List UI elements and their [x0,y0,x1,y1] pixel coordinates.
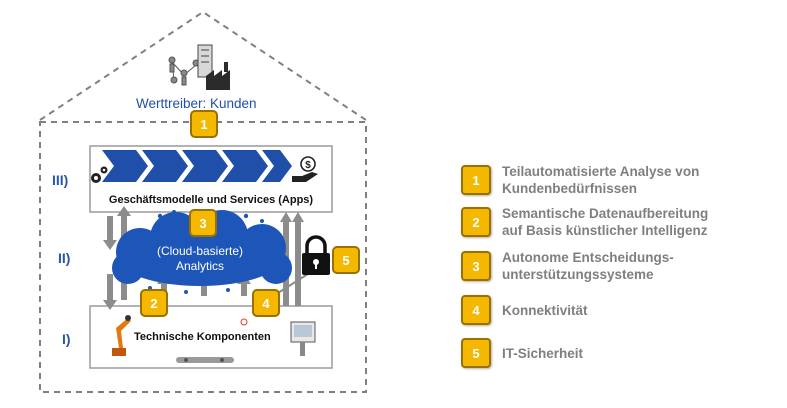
factory-icon [197,44,230,90]
svg-text:5: 5 [342,253,349,268]
money-hand-icon: $ [292,156,318,182]
padlock-icon [302,235,330,275]
gears-icon [91,166,108,183]
svg-text:1: 1 [200,117,207,132]
terminal-icon [290,321,316,356]
legend-badge-1: 1 [461,165,491,195]
cloud-label-line1: (Cloud-basierte) [156,244,244,258]
legend-text-2a: Semantische Datenaufbereitung [502,206,709,221]
legend-badge-5: 5 [461,338,491,368]
level-2-numeral: II) [58,250,71,266]
legend-text-3b: unterstützungssysteme [502,267,654,282]
legend-text-1b: Kundenbedürfnissen [502,181,638,196]
level-3-label: Geschäftsmodelle und Services (Apps) [108,194,314,206]
diagram-badge-4: 4 [252,289,280,317]
legend-text-5: IT-Sicherheit [502,345,584,361]
cloud-label-line2: Analytics [175,259,225,273]
level-1-numeral: I) [62,331,71,347]
chevron-row [102,150,292,182]
legend-text-4: Konnektivität [502,302,588,318]
diagram-badge-2: 2 [140,289,168,317]
svg-text:3: 3 [199,216,206,231]
people-network-icon [168,56,200,86]
legend-badge-4: 4 [461,295,491,325]
legend-item-5: 5 IT-Sicherheit [461,338,583,368]
legend-item-3: 3 Autonome Entscheidungs- unterstützungs… [461,249,674,283]
house-outline [39,10,367,393]
svg-text:4: 4 [262,296,270,311]
robot-arm-icon [112,315,131,356]
legend-item-4: 4 Konnektivität [461,295,588,325]
conveyor-icon [176,357,234,363]
gauge-icon [240,318,248,326]
legend-item-1: 1 Teilautomatisierte Analyse von Kundenb… [461,163,699,197]
diagram-badge-1: 1 [190,110,218,138]
legend-badge-2: 2 [461,207,491,237]
legend-badge-3: 3 [461,251,491,281]
diagram-badge-5: 5 [332,246,360,274]
svg-text:$: $ [305,160,311,171]
legend-text-2b: auf Basis künstlicher Intelligenz [502,223,708,238]
legend-text-3a: Autonome Entscheidungs- [502,250,674,265]
svg-text:2: 2 [150,296,157,311]
legend-item-2: 2 Semantische Datenaufbereitung auf Basi… [461,205,708,239]
level-3-numeral: III) [52,172,69,188]
level-1-label: Technische Komponenten [134,331,271,343]
roof-label: Werttreiber: Kunden [136,96,257,111]
legend-text-1a: Teilautomatisierte Analyse von [502,164,700,179]
diagram-badge-3: 3 [189,209,217,237]
